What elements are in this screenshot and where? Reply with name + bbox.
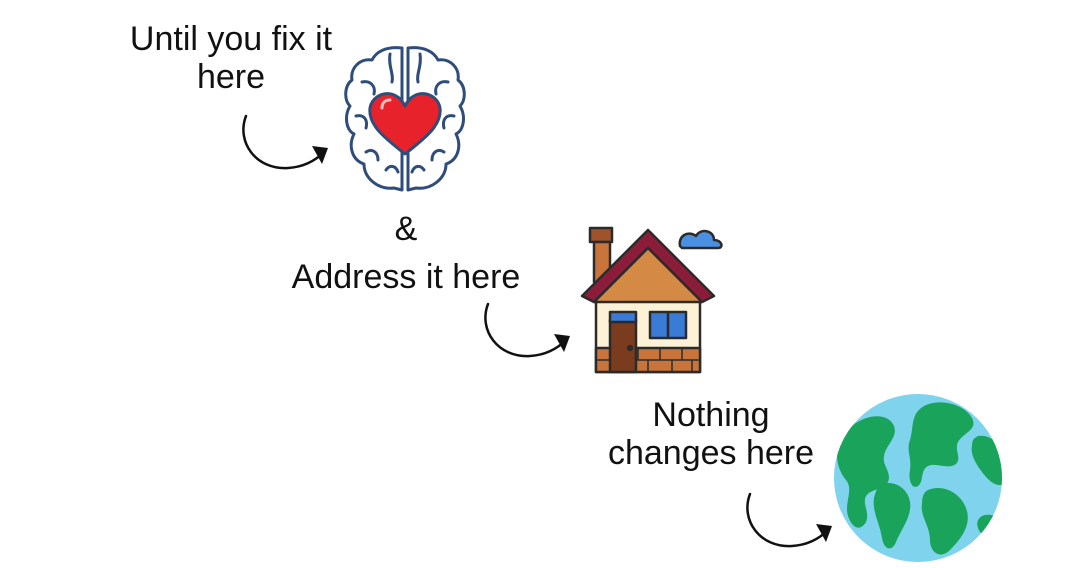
step3-line1: Nothing <box>652 396 770 434</box>
step3-arrow-icon <box>746 492 832 548</box>
house-icon <box>580 226 723 374</box>
step1-arrow-icon <box>242 114 328 170</box>
step3-line2: changes here <box>607 434 815 472</box>
step1-line1: Until you fix it <box>129 20 333 58</box>
step2-caption: Address it here <box>270 258 542 296</box>
step1-caption: Until you fix it here <box>100 20 362 96</box>
brain-heart-icon <box>344 46 466 192</box>
step1-line2: here <box>196 58 266 96</box>
earth-globe-icon <box>834 394 1002 562</box>
step3-caption: Nothing changes here <box>596 396 826 472</box>
step2-arrow-icon <box>484 302 570 358</box>
connector-ampersand: & <box>394 210 418 248</box>
step2-line1: Address it here <box>291 258 521 296</box>
